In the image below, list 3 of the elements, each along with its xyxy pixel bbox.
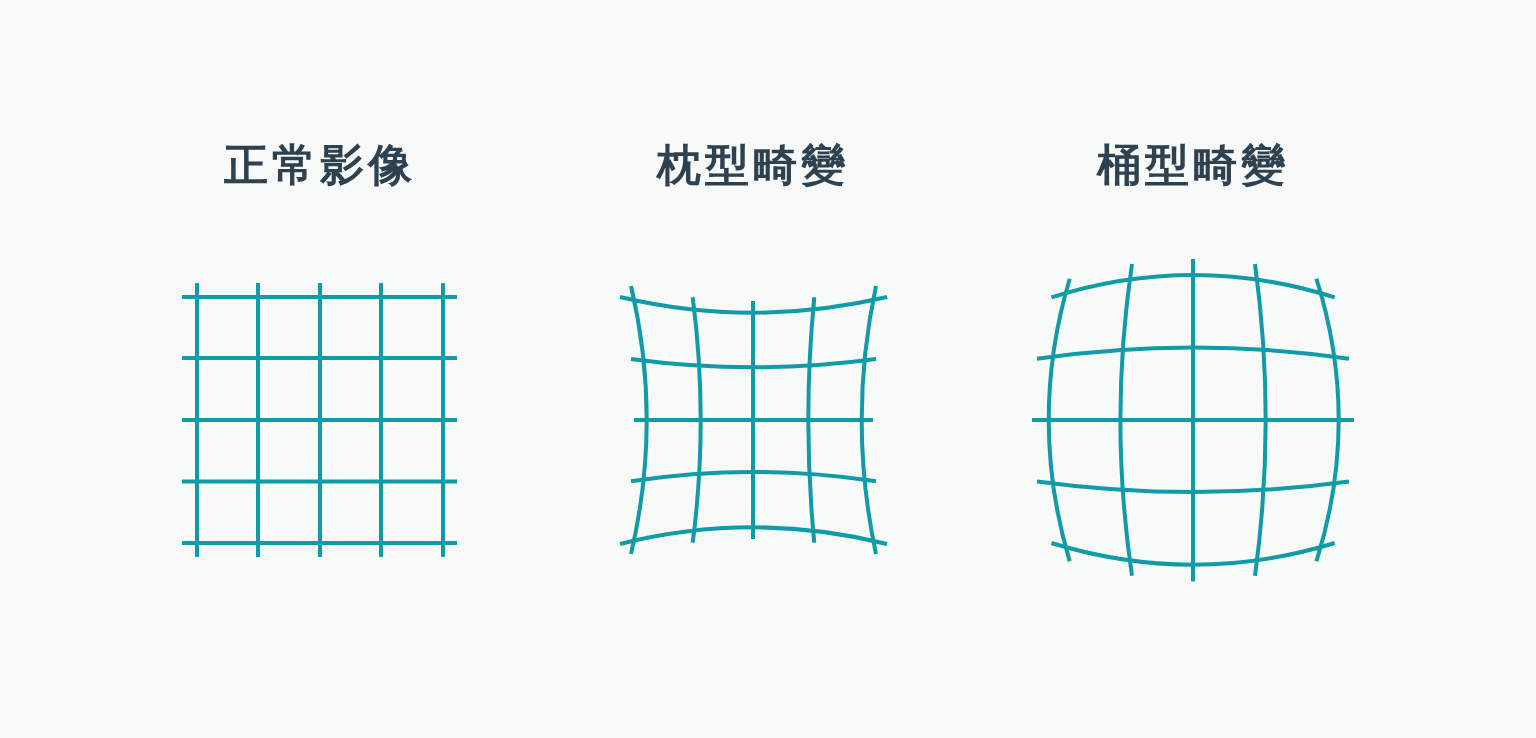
panel-heading: 正常影像 bbox=[224, 138, 416, 192]
panel-heading: 桶型畸變 bbox=[1097, 138, 1289, 192]
panel-heading: 枕型畸變 bbox=[657, 138, 849, 192]
